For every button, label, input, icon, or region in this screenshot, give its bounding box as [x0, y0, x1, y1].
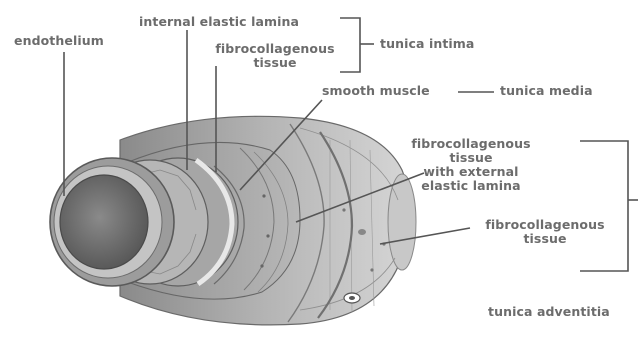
label-fibrocollagenous-adventitia: fibrocollagenous tissue: [470, 218, 620, 246]
label-fibrocollagenous-external-line2: tissue: [396, 151, 546, 165]
label-endothelium: endothelium: [14, 34, 104, 48]
label-fibrocollagenous-intima-line2: tissue: [200, 56, 350, 70]
label-fibrocollagenous-intima-line1: fibrocollagenous: [200, 42, 350, 56]
lumen: [60, 175, 148, 269]
label-smooth-muscle: smooth muscle: [322, 84, 430, 98]
label-tunica-adventitia: tunica adventitia: [488, 305, 610, 319]
label-fibrocollagenous-external-line1: fibrocollagenous: [396, 137, 546, 151]
label-fibrocollagenous-adventitia-line2: tissue: [470, 232, 620, 246]
label-internal-elastic-lamina: internal elastic lamina: [139, 15, 299, 29]
bracket-tunica-adventitia: [580, 141, 628, 271]
label-fibrocollagenous-external-line4: elastic lamina: [396, 179, 546, 193]
label-fibrocollagenous-external: fibrocollagenous tissue with external el…: [396, 137, 546, 193]
label-tunica-intima: tunica intima: [380, 37, 474, 51]
label-fibrocollagenous-adventitia-line1: fibrocollagenous: [470, 218, 620, 232]
label-fibrocollagenous-external-line3: with external: [396, 165, 546, 179]
label-tunica-media: tunica media: [500, 84, 593, 98]
label-fibrocollagenous-intima: fibrocollagenous tissue: [200, 42, 350, 70]
